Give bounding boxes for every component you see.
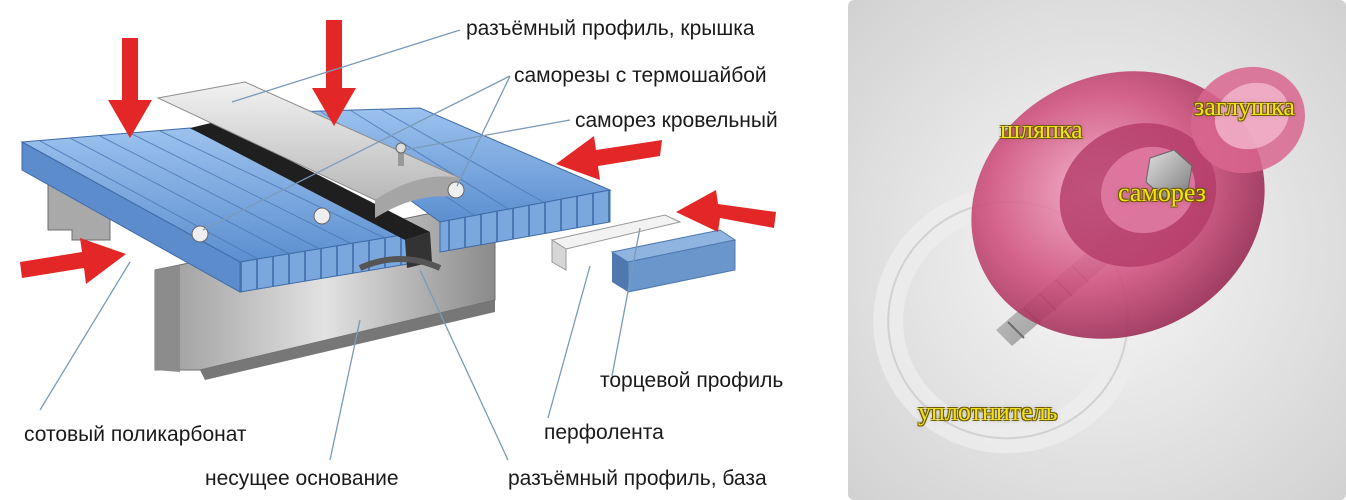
plug-cap	[1191, 66, 1305, 174]
label-thermo-screws: саморезы с термошайбой	[514, 64, 767, 87]
label-perfotape: перфолента	[544, 421, 664, 444]
thermo-washer-illustration	[848, 0, 1346, 500]
leader-lines	[39, 29, 641, 461]
label-seal: уплотнитель	[918, 397, 1058, 426]
thermo-washer-exploded-view: шляпка заглушка саморез уплотнитель	[848, 0, 1346, 500]
label-profile-cover: разъёмный профиль, крышка	[466, 17, 755, 40]
left-polycarbonate-panel	[20, 127, 422, 293]
polycarbonate-installation-diagram: разъёмный профиль, крышка саморезы с тер…	[20, 17, 784, 490]
label-polycarbonate: сотовый поликарбонат	[24, 423, 247, 446]
arrow-left-right-panel	[556, 136, 662, 180]
label-plug: заглушка	[1194, 92, 1295, 121]
arrow-down-left	[108, 38, 152, 138]
arrow-down-right	[312, 20, 356, 126]
end-profile	[610, 229, 737, 293]
label-support-base: несущее основание	[205, 467, 399, 490]
profile-cover	[156, 81, 462, 218]
label-end-profile: торцевой профиль	[600, 369, 784, 392]
label-profile-base: разъёмный профиль, база	[508, 467, 767, 490]
red-arrows	[20, 20, 776, 284]
label-cap: шляпка	[1000, 115, 1083, 144]
arrow-right-bottom	[20, 238, 126, 284]
arrow-left-end-profile	[676, 190, 776, 232]
label-screw: саморез	[1118, 178, 1206, 207]
perforated-tape	[550, 214, 682, 271]
label-roof-screw: саморез кровельный	[575, 109, 778, 132]
profile-base	[190, 122, 442, 271]
installation-illustration	[20, 20, 776, 461]
screw-head	[1145, 149, 1193, 199]
